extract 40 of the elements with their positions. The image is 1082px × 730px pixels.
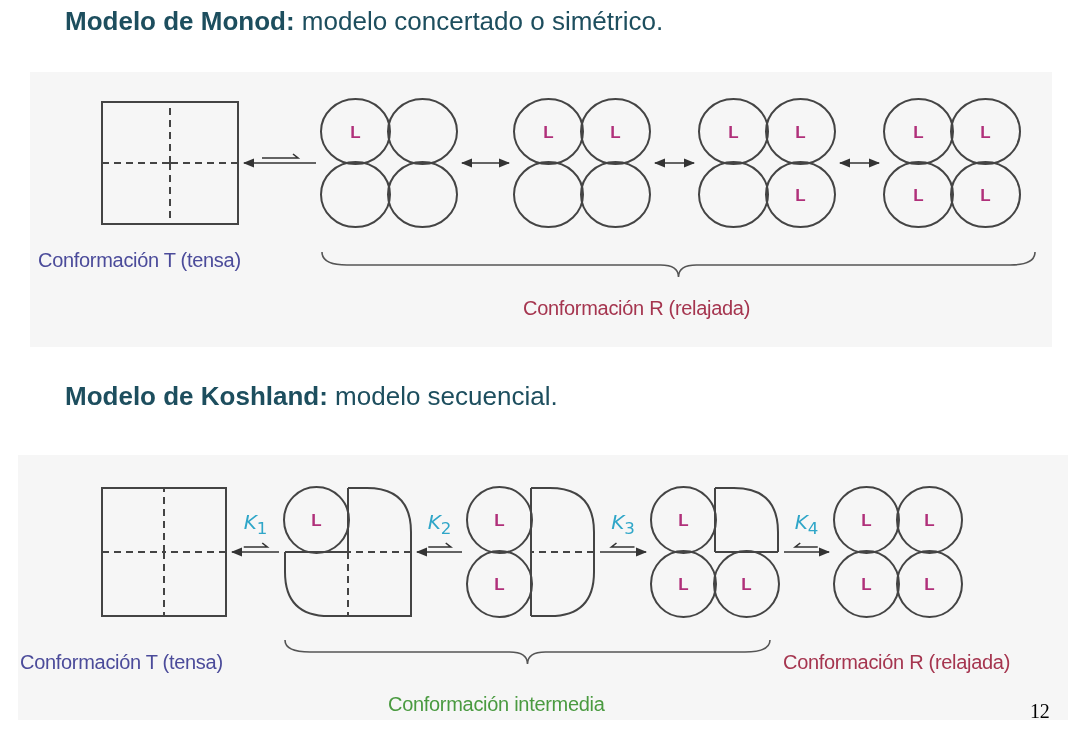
ligand-label: L xyxy=(610,123,621,140)
edge-label: K$_{2}$ xyxy=(427,512,452,539)
ligand-label: L xyxy=(795,123,806,140)
page-number: 12 xyxy=(1030,700,1050,723)
equilibrium-arrow xyxy=(242,153,317,168)
equilibrium-arrow xyxy=(415,542,463,557)
heading: Modelo de Koshland: modelo secuencial. xyxy=(65,381,558,412)
ligand-label: L xyxy=(913,123,924,140)
ligand-label: L xyxy=(678,511,689,529)
ligand-label: L xyxy=(980,186,991,203)
ligand-label: L xyxy=(980,123,991,140)
ligand-label: L xyxy=(728,123,739,140)
ligand-label: L xyxy=(543,123,554,140)
ligand-label: L xyxy=(741,575,752,593)
ligand-label: L xyxy=(913,186,924,203)
ligand-label: L xyxy=(678,575,689,593)
equilibrium-arrow xyxy=(599,542,648,557)
equilibrium-arrow xyxy=(230,542,280,557)
ligand-label: L xyxy=(494,575,505,593)
edge-label: K$_{1}$ xyxy=(243,512,268,539)
ligand-label: L xyxy=(924,511,935,529)
state-label: Conformación intermedia xyxy=(388,693,605,716)
ligand-label: L xyxy=(311,511,322,529)
state-label: Conformación R (relajada) xyxy=(523,297,751,320)
equilibrium-arrow xyxy=(783,542,831,557)
ligand-label: L xyxy=(861,575,872,593)
ligand-label: L xyxy=(494,511,505,529)
ligand-label: L xyxy=(924,575,935,593)
edge-label: K$_{3}$ xyxy=(611,512,635,539)
ligand-label: L xyxy=(795,186,806,203)
state-label: Conformación R (relajada) xyxy=(783,651,1011,674)
edge-label: K$_{4}$ xyxy=(794,512,819,539)
state-label: Conformación T (tensa) xyxy=(20,651,223,674)
double-arrow xyxy=(460,158,511,168)
ligand-label: L xyxy=(350,123,361,140)
state-label: Conformación T (tensa) xyxy=(38,249,241,272)
double-arrow xyxy=(653,158,696,168)
ligand-label: L xyxy=(861,511,872,529)
double-arrow xyxy=(838,158,881,168)
heading: Modelo de Monod: modelo concertado o simétrico. xyxy=(65,6,664,37)
